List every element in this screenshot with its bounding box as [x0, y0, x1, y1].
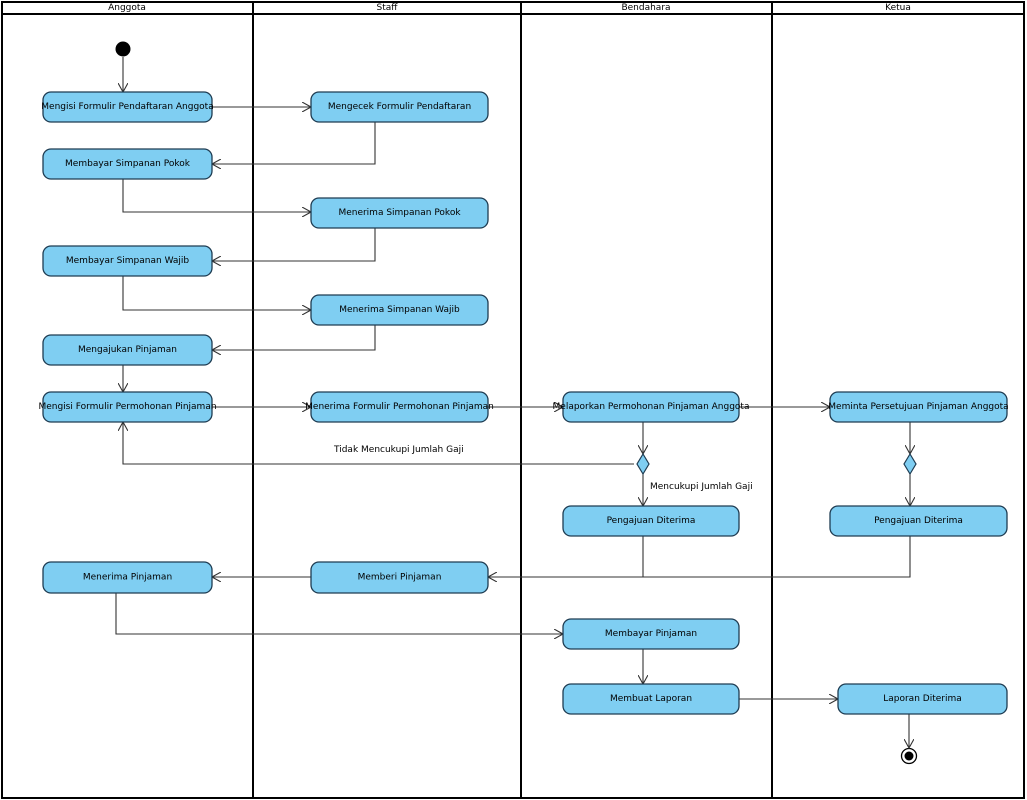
- action-mengajukan-pinjaman: Mengajukan Pinjaman: [42, 334, 213, 366]
- lane-title-ketua: Ketua: [885, 3, 911, 13]
- action-label: Membayar Pinjaman: [605, 629, 697, 639]
- action-meminta-persetujuan: Meminta Persetujuan Pinjaman Anggota: [828, 391, 1009, 423]
- action-label: Menerima Pinjaman: [83, 573, 172, 583]
- action-mengisi-formulir-pendaftaran: Mengisi Formulir Pendaftaran Anggota: [41, 91, 214, 123]
- guard-not-enough: Tidak Mencukupi Jumlah Gaji: [333, 445, 464, 455]
- action-label: Memberi Pinjaman: [358, 573, 442, 583]
- lane-title-bendahara: Bendahara: [621, 3, 670, 13]
- action-label: Mengajukan Pinjaman: [78, 345, 177, 355]
- action-membayar-pinjaman: Membayar Pinjaman: [562, 618, 740, 650]
- flow-edges: [115, 57, 910, 748]
- action-membayar-simpanan-pokok: Membayar Simpanan Pokok: [42, 148, 213, 180]
- guard-enough: Mencukupi Jumlah Gaji: [650, 482, 753, 492]
- action-menerima-simpanan-pokok: Menerima Simpanan Pokok: [310, 197, 489, 229]
- action-melaporkan-permohonan: Melaporkan Permohonan Pinjaman Anggota: [553, 391, 750, 423]
- action-label: Pengajuan Diterima: [607, 516, 696, 526]
- lane-title-staff: Staff: [377, 3, 399, 13]
- action-membayar-simpanan-wajib: Membayar Simpanan Wajib: [42, 245, 213, 277]
- action-label: Membayar Simpanan Pokok: [65, 159, 191, 169]
- final-node: [900, 747, 918, 765]
- action-menerima-pinjaman: Menerima Pinjaman: [42, 561, 213, 594]
- action-label: Mengecek Formulir Pendaftaran: [328, 102, 471, 112]
- action-mengecek-formulir: Mengecek Formulir Pendaftaran: [310, 91, 489, 123]
- action-laporan-diterima: Laporan Diterima: [837, 683, 1008, 715]
- action-label: Menerima Formulir Permohonan Pinjaman: [305, 402, 494, 412]
- action-membuat-laporan: Membuat Laporan: [562, 683, 740, 715]
- initial-node: [115, 41, 131, 57]
- action-label: Membayar Simpanan Wajib: [66, 256, 190, 266]
- action-label: Menerima Simpanan Pokok: [338, 208, 461, 218]
- decision-node-ketua: [903, 452, 917, 476]
- action-label: Mengisi Formulir Pendaftaran Anggota: [41, 102, 213, 112]
- action-label: Melaporkan Permohonan Pinjaman Anggota: [553, 402, 750, 412]
- action-menerima-simpanan-wajib: Menerima Simpanan Wajib: [310, 294, 489, 326]
- action-memberi-pinjaman: Memberi Pinjaman: [310, 561, 489, 594]
- action-label: Mengisi Formulir Permohonan Pinjaman: [38, 402, 216, 412]
- action-menerima-formulir-permohonan: Menerima Formulir Permohonan Pinjaman: [305, 391, 494, 423]
- action-pengajuan-diterima-bendahara: Pengajuan Diterima: [562, 505, 740, 537]
- action-label: Meminta Persetujuan Pinjaman Anggota: [828, 402, 1008, 412]
- action-label: Membuat Laporan: [610, 694, 692, 704]
- action-pengajuan-diterima-ketua: Pengajuan Diterima: [829, 505, 1008, 537]
- action-label: Pengajuan Diterima: [874, 516, 963, 526]
- action-label: Menerima Simpanan Wajib: [339, 305, 460, 315]
- lane-title-anggota: Anggota: [108, 3, 146, 13]
- action-mengisi-formulir-permohonan: Mengisi Formulir Permohonan Pinjaman: [38, 391, 217, 423]
- action-label: Laporan Diterima: [883, 694, 962, 704]
- decision-node-bendahara: [636, 452, 650, 476]
